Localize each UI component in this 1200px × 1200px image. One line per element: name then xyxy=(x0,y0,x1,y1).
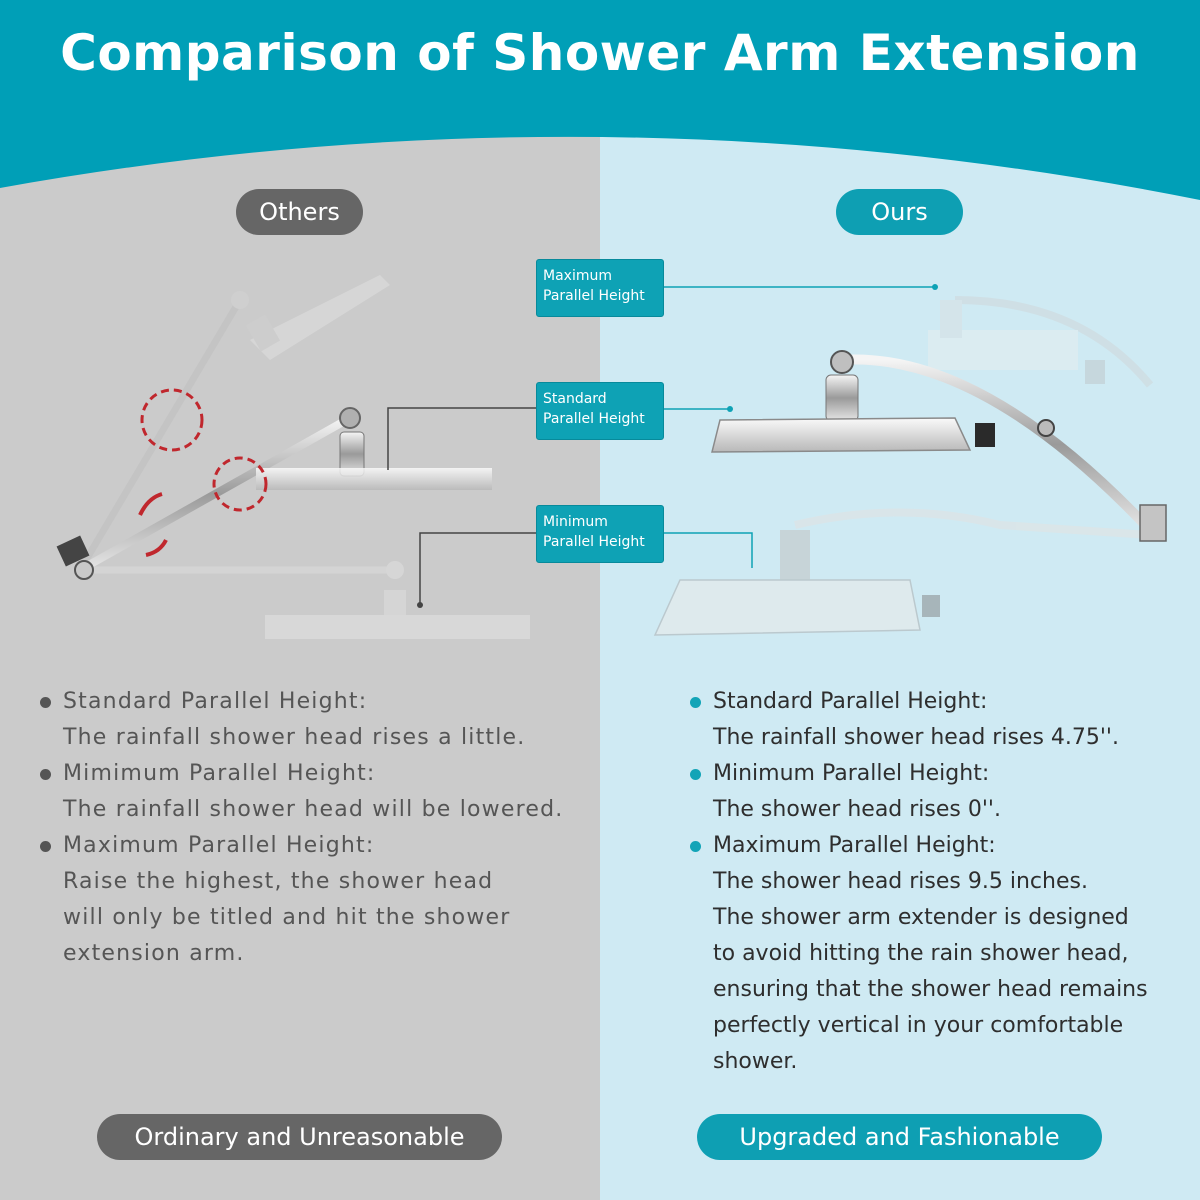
item-text: perfectly vertical in your comfortable xyxy=(713,1013,1124,1038)
rotate-arrow-icon xyxy=(145,539,168,557)
label-line: Parallel Height xyxy=(543,288,645,304)
others-max-position xyxy=(76,275,390,572)
list-item: Mimimum Parallel Height: The rainfall sh… xyxy=(40,756,580,828)
item-heading: Maximum Parallel Height: xyxy=(713,833,996,858)
bullet-icon xyxy=(40,769,51,780)
problem-marker-circle xyxy=(212,456,268,512)
item-text: extension arm. xyxy=(63,941,245,966)
bullet-icon xyxy=(690,697,701,708)
item-heading: Maximum Parallel Height: xyxy=(63,833,375,858)
item-text: The rainfall shower head will be lowered… xyxy=(63,797,564,822)
label-line: Parallel Height xyxy=(543,411,645,427)
others-footer-badge: Ordinary and Unreasonable xyxy=(97,1114,502,1160)
label-standard-parallel-height: Standard Parallel Height xyxy=(536,382,664,440)
problem-marker-circle xyxy=(140,388,204,452)
item-heading: Mimimum Parallel Height: xyxy=(63,761,376,786)
bullet-icon xyxy=(690,769,701,780)
bullet-icon xyxy=(690,841,701,852)
rotate-arrow-icon xyxy=(138,492,163,516)
label-line: Minimum xyxy=(543,514,608,530)
label-maximum-parallel-height: Maximum Parallel Height xyxy=(536,259,664,317)
item-text: The shower head rises 9.5 inches. xyxy=(713,869,1088,894)
item-text: to avoid hitting the rain shower head, xyxy=(713,941,1129,966)
list-item: Minimum Parallel Height: The shower head… xyxy=(690,756,1190,828)
list-item: Maximum Parallel Height: Raise the highe… xyxy=(40,828,580,972)
ours-min-position xyxy=(653,508,1151,636)
list-item: Maximum Parallel Height: The shower head… xyxy=(690,828,1190,1080)
connector-line xyxy=(664,532,753,568)
bullet-icon xyxy=(40,697,51,708)
header-banner xyxy=(0,0,1200,200)
item-text: The rainfall shower head rises 4.75''. xyxy=(713,725,1119,750)
item-text: will only be titled and hit the shower xyxy=(63,905,511,930)
list-item: Standard Parallel Height: The rainfall s… xyxy=(690,684,1190,756)
ours-feature-list: Standard Parallel Height: The rainfall s… xyxy=(690,684,1190,1080)
list-item: Standard Parallel Height: The rainfall s… xyxy=(40,684,580,756)
others-feature-list: Standard Parallel Height: The rainfall s… xyxy=(40,684,580,972)
ours-footer-badge: Upgraded and Fashionable xyxy=(697,1114,1102,1160)
item-text: ensuring that the shower head remains xyxy=(713,977,1148,1002)
others-badge: Others xyxy=(236,189,363,235)
item-heading: Standard Parallel Height: xyxy=(63,689,368,714)
item-heading: Standard Parallel Height: xyxy=(713,689,988,714)
label-line: Standard xyxy=(543,391,607,407)
label-line: Maximum xyxy=(543,268,612,284)
item-text: The rainfall shower head rises a little. xyxy=(63,725,526,750)
label-line: Parallel Height xyxy=(543,534,645,550)
connector-line xyxy=(419,532,536,605)
item-heading: Minimum Parallel Height: xyxy=(713,761,990,786)
connector-line xyxy=(387,407,536,470)
item-text: The shower head rises 0''. xyxy=(713,797,1001,822)
bullet-icon xyxy=(40,841,51,852)
page-title: Comparison of Shower Arm Extension xyxy=(60,24,1140,82)
others-min-position xyxy=(80,561,530,639)
item-text: shower. xyxy=(713,1049,798,1074)
ours-max-position xyxy=(928,296,1154,388)
item-text: Raise the highest, the shower head xyxy=(63,869,494,894)
ours-badge: Ours xyxy=(836,189,963,235)
item-text: The shower arm extender is designed xyxy=(713,905,1129,930)
ours-standard-position xyxy=(711,350,1167,542)
label-minimum-parallel-height: Minimum Parallel Height xyxy=(536,505,664,563)
